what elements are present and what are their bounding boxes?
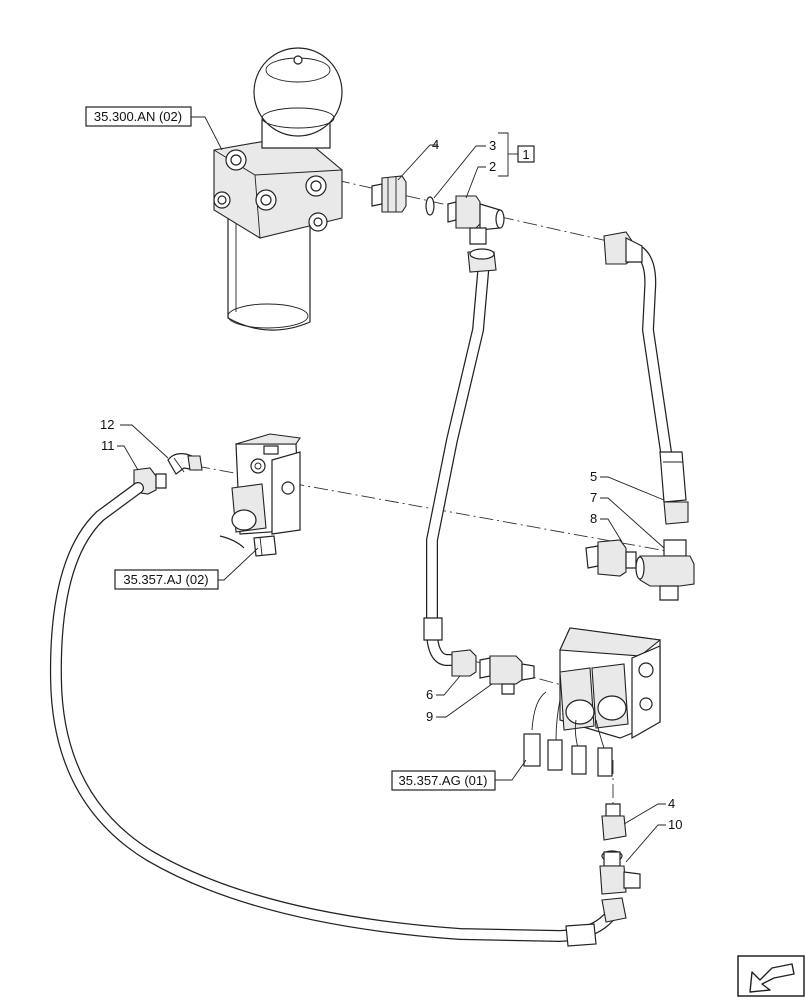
svg-text:3: 3: [489, 138, 496, 153]
callout-7: 7: [590, 490, 665, 549]
callout-5: 5: [590, 469, 665, 501]
svg-text:35.357.AG (01): 35.357.AG (01): [399, 773, 488, 788]
svg-text:6: 6: [426, 687, 433, 702]
accumulator-assembly: [213, 47, 343, 331]
svg-text:9: 9: [426, 709, 433, 724]
callout-9: 9: [426, 683, 493, 724]
o-ring-3: [425, 196, 435, 216]
adapter-fitting-4-top: [371, 175, 407, 213]
tee-fitting-2: [447, 195, 505, 245]
svg-text:1: 1: [522, 147, 529, 162]
hose-center: [423, 248, 497, 666]
svg-text:4: 4: [668, 796, 675, 811]
svg-text:11: 11: [101, 438, 115, 453]
callout-2: 2: [465, 159, 496, 199]
callout-11: 11: [101, 438, 139, 471]
svg-text:2: 2: [489, 159, 496, 174]
swivel-nut-6: [451, 649, 477, 677]
callout-10: 10: [625, 817, 682, 863]
svg-text:4: 4: [432, 137, 439, 152]
hose-top-right: [603, 231, 689, 525]
svg-text:5: 5: [590, 469, 597, 484]
svg-text:12: 12: [100, 417, 114, 432]
elbow-fitting-12: [167, 453, 203, 475]
group-bracket: [498, 132, 518, 177]
tee-fitting-9: [479, 655, 535, 695]
group-box-1: 1: [517, 145, 535, 163]
svg-text:35.357.AJ (02): 35.357.AJ (02): [123, 572, 208, 587]
valve-block-ag: [523, 627, 662, 777]
adapter-fitting-4-bottom: [601, 803, 627, 841]
reference-valve-ag[interactable]: 35.357.AG (01): [391, 759, 527, 791]
callout-4-top: 4: [397, 137, 439, 181]
arrow-left-icon[interactable]: [737, 955, 805, 997]
reference-accumulator[interactable]: 35.300.AN (02): [85, 106, 223, 151]
svg-text:10: 10: [668, 817, 682, 832]
tee-fitting-10: [599, 850, 641, 895]
hose-bottom-loop: [49, 482, 627, 947]
callout-8: 8: [590, 511, 623, 543]
tee-fitting-7: [635, 539, 695, 601]
reference-valve-aj[interactable]: 35.357.AJ (02): [114, 547, 259, 590]
svg-text:35.300.AN (02): 35.300.AN (02): [94, 109, 182, 124]
svg-text:7: 7: [590, 490, 597, 505]
svg-text:8: 8: [590, 511, 597, 526]
callout-4-bottom: 4: [623, 796, 675, 825]
callout-6: 6: [426, 675, 461, 702]
valve-block-aj: [219, 433, 301, 557]
adapter-fitting-8: [585, 539, 637, 577]
callout-3: 3: [433, 138, 496, 199]
callout-12: 12: [100, 417, 169, 459]
